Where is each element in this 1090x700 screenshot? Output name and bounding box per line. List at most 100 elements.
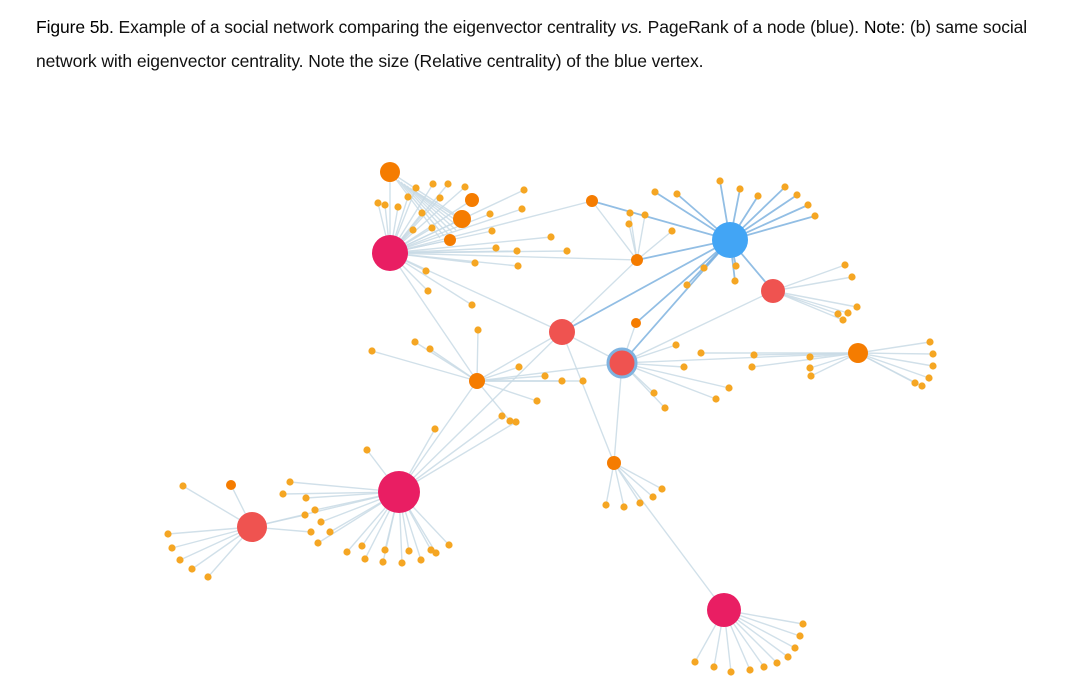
figure-caption: Figure 5b. Example of a social network c…: [36, 10, 1081, 78]
leaf-node: [649, 493, 657, 501]
edge: [613, 462, 725, 611]
hub-node: [848, 343, 868, 363]
leaf-node: [307, 528, 315, 536]
leaf-node: [661, 404, 669, 412]
leaf-node: [841, 261, 849, 269]
hub-node: [549, 319, 575, 345]
leaf-node: [925, 374, 933, 382]
edge: [621, 352, 859, 364]
leaf-node: [754, 192, 762, 200]
hub-node: [372, 235, 408, 271]
hub-node: [237, 512, 267, 542]
hub-node: [606, 347, 638, 379]
leaf-node: [799, 620, 807, 628]
leaf-node: [405, 547, 413, 555]
edge: [476, 380, 538, 402]
edge: [389, 208, 523, 254]
leaf-node: [168, 544, 176, 552]
leaf-node: [602, 501, 610, 509]
edge: [476, 329, 479, 382]
edge: [635, 239, 731, 324]
leaf-node: [404, 193, 412, 201]
edge: [772, 290, 858, 308]
leaf-node: [488, 227, 496, 235]
hub-node: [761, 279, 785, 303]
leaf-node: [363, 446, 371, 454]
caption-text: (b) same social network with eigenvector…: [36, 17, 1028, 71]
leaf-node: [811, 212, 819, 220]
edge: [613, 462, 663, 490]
leaf-node: [672, 341, 680, 349]
leaf-node: [326, 528, 334, 536]
leaf-node: [716, 177, 724, 185]
edge: [389, 200, 593, 254]
edge: [772, 264, 846, 292]
blue-node: [712, 222, 748, 258]
leaf-node: [725, 384, 733, 392]
leaf-node: [712, 395, 720, 403]
leaf-node: [506, 417, 514, 425]
note-label: Note:: [863, 17, 906, 37]
leaf-node: [398, 559, 406, 567]
leaf-node: [668, 227, 676, 235]
leaf-node: [732, 262, 740, 270]
leaf-node: [179, 482, 187, 490]
leaf-node: [279, 490, 287, 498]
edge: [636, 214, 646, 261]
edge: [476, 375, 546, 382]
leaf-node: [514, 262, 522, 270]
leaf-node: [806, 364, 814, 372]
leaf-node: [512, 418, 520, 426]
edge: [857, 352, 916, 384]
hub-node: [631, 254, 643, 266]
leaf-node: [781, 183, 789, 191]
leaf-node: [834, 310, 842, 318]
edge: [591, 200, 731, 241]
leaf-node: [558, 377, 566, 385]
edge: [389, 250, 568, 254]
edge: [561, 239, 731, 333]
edge: [636, 230, 673, 261]
leaf-node: [431, 425, 439, 433]
leaf-node: [492, 244, 500, 252]
leaf-node: [731, 277, 739, 285]
leaf-node: [301, 511, 309, 519]
leaf-node: [204, 573, 212, 581]
leaf-node: [188, 565, 196, 573]
leaf-node: [471, 259, 479, 267]
edge: [403, 183, 453, 233]
leaf-node: [683, 281, 691, 289]
leaf-node: [343, 548, 351, 556]
leaf-node: [625, 220, 633, 228]
edge: [857, 352, 934, 367]
leaf-node: [636, 499, 644, 507]
leaf-node: [791, 644, 799, 652]
edge: [613, 462, 625, 508]
edge: [371, 350, 478, 382]
edge: [857, 352, 930, 379]
edge: [476, 331, 563, 382]
leaf-node: [804, 201, 812, 209]
leaf-node: [620, 503, 628, 511]
hub-node: [444, 234, 456, 246]
edge: [389, 252, 563, 333]
edge: [398, 421, 517, 493]
edge: [628, 223, 638, 261]
leaf-node: [513, 247, 521, 255]
leaf-node: [411, 338, 419, 346]
hub-node: [631, 318, 641, 328]
leaf-node: [394, 203, 402, 211]
leaf-node: [486, 210, 494, 218]
edge: [857, 341, 931, 354]
leaf-node: [748, 363, 756, 371]
leaf-node: [658, 485, 666, 493]
edges: [167, 171, 934, 673]
hub-node: [465, 193, 479, 207]
leaf-node: [424, 287, 432, 295]
leaf-node: [429, 180, 437, 188]
leaf-node: [918, 382, 926, 390]
leaf-node: [844, 309, 852, 317]
leaf-node: [317, 518, 325, 526]
leaf-node: [806, 353, 814, 361]
